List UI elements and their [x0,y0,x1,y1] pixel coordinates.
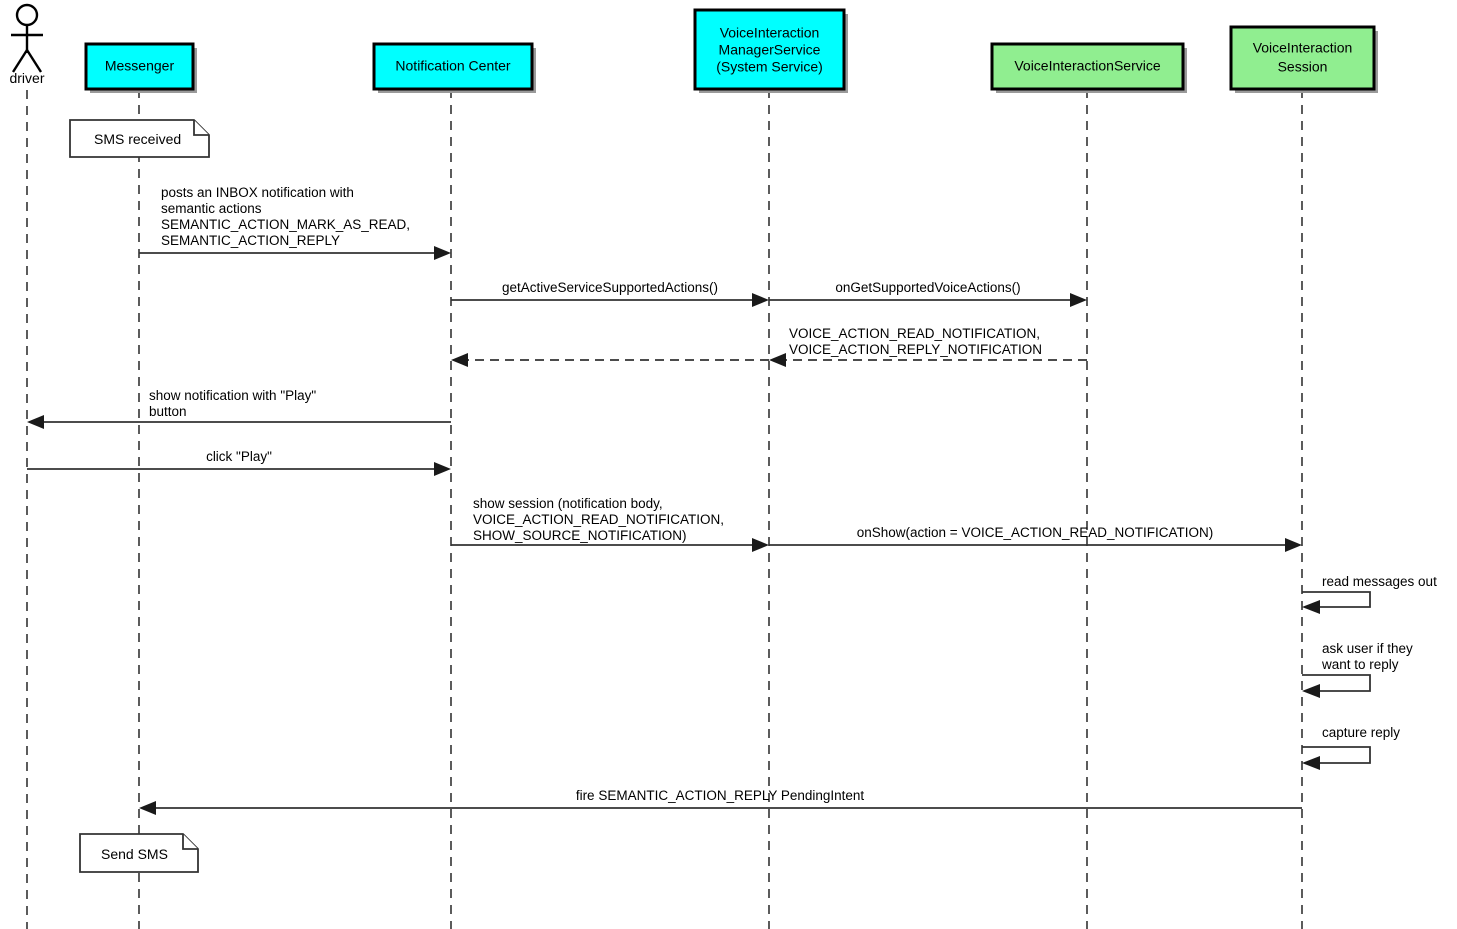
participant-label-vims-line3: (System Service) [716,59,823,75]
message-label-line1: posts an INBOX notification with [161,185,354,200]
message-label-line1: show notification with "Play" [149,388,316,403]
message-label-line2: VOICE_ACTION_REPLY_NOTIFICATION [789,342,1042,357]
message-label: click "Play" [206,449,272,464]
message-show-session: show session (notification body, VOICE_A… [451,496,769,552]
message-post-inbox-notification: posts an INBOX notification with semanti… [139,185,451,260]
self-message-label-line2: want to reply [1321,657,1399,672]
message-arrow-head [434,462,451,476]
note-sms-received-shape [69,119,210,158]
participant-label-vims-line1: VoiceInteraction [720,25,820,41]
note-sms-received: SMS received [69,119,210,158]
actor-leg-left-icon [11,49,29,73]
message-label-line1: VOICE_ACTION_READ_NOTIFICATION, [789,326,1040,341]
self-message-arrow-head [1302,600,1320,614]
message-arrow-head [1285,538,1302,552]
message-label-line3: SHOW_SOURCE_NOTIFICATION) [473,528,687,543]
message-label-line2: button [149,404,187,419]
message-arrow-head [752,293,769,307]
participant-notification-center[interactable]: Notification Center [372,42,536,93]
message-voice-actions-return: VOICE_ACTION_READ_NOTIFICATION, VOICE_AC… [769,326,1087,367]
message-label: fire SEMANTIC_ACTION_REPLY PendingIntent [576,788,865,803]
message-label-line2: VOICE_ACTION_READ_NOTIFICATION, [473,512,724,527]
participant-voice-interaction-manager-service[interactable]: VoiceInteraction ManagerService (System … [693,8,848,93]
message-label: getActiveServiceSupportedActions() [502,280,718,295]
message-show-notification-with-play-button: show notification with "Play" button [27,388,451,429]
actor-label-driver: driver [9,70,44,86]
self-message-label: read messages out [1322,574,1437,589]
message-arrow-head [769,353,786,367]
self-message-loop-path [1302,746,1371,764]
message-arrow-head [27,415,44,429]
message-on-show-action: onShow(action = VOICE_ACTION_READ_NOTIFI… [769,525,1302,552]
self-message-loop-path [1302,591,1371,608]
message-arrow-head [451,353,468,367]
participant-box-notification-center [372,42,534,91]
participant-voice-interaction-service[interactable]: VoiceInteractionService [990,42,1187,93]
participant-messenger[interactable]: Messenger [84,42,197,93]
message-label-line2: semantic actions [161,201,262,216]
note-sms-received-label: SMS received [94,131,181,147]
note-send-sms-fold [182,834,198,850]
participant-voice-interaction-session[interactable]: VoiceInteraction Session [1229,25,1378,93]
actor-head-icon [15,3,39,27]
note-send-sms-label: Send SMS [101,846,168,862]
note-sms-received-fold [193,120,209,136]
participant-label-notification-center: Notification Center [395,58,511,74]
participant-box-messenger [84,42,195,91]
participant-label-voice-interaction-service: VoiceInteractionService [1014,58,1161,74]
participant-label-vis-line2: Session [1278,59,1328,75]
self-message-arrow-head [1302,684,1320,698]
self-message-label: capture reply [1322,725,1400,740]
self-message-capture-reply: capture reply [1302,725,1400,770]
message-fire-semantic-action-reply-pending-intent: fire SEMANTIC_ACTION_REPLY PendingIntent [139,788,1302,815]
message-label: onGetSupportedVoiceActions() [835,280,1020,295]
participant-box-voice-interaction-service [990,42,1185,91]
note-send-sms: Send SMS [79,833,199,873]
message-get-active-service-supported-actions: getActiveServiceSupportedActions() [451,280,769,307]
self-message-read-messages-out: read messages out [1302,574,1437,614]
self-message-loop-path [1302,674,1371,692]
message-click-play: click "Play" [27,449,451,476]
note-send-sms-shape [79,833,199,873]
message-label-line3: SEMANTIC_ACTION_MARK_AS_READ, [161,217,410,232]
lifelines-group [26,89,1303,929]
message-arrow-head [434,246,451,260]
message-arrow-head [1070,293,1087,307]
message-label-line4: SEMANTIC_ACTION_REPLY [161,233,340,248]
self-message-arrow-head [1302,756,1320,770]
self-message-ask-user-if-they-want-to-reply: ask user if they want to reply [1302,641,1413,698]
participant-label-messenger: Messenger [105,58,175,74]
participant-label-vims-line2: ManagerService [719,42,821,58]
message-on-get-supported-voice-actions: onGetSupportedVoiceActions() [769,280,1087,307]
actor-driver[interactable]: driver [9,3,45,86]
self-message-label-line1: ask user if they [1322,641,1413,656]
message-arrow-head [752,538,769,552]
message-voice-actions-return-to-notification-center [451,353,769,367]
participant-box-voice-interaction-manager-service [693,8,846,91]
message-label-line1: show session (notification body, [473,496,663,511]
message-label: onShow(action = VOICE_ACTION_READ_NOTIFI… [857,525,1213,540]
participant-box-voice-interaction-session [1229,25,1376,91]
actor-leg-right-icon [25,49,43,73]
participant-label-vis-line1: VoiceInteraction [1253,40,1353,56]
message-arrow-head [139,801,156,815]
